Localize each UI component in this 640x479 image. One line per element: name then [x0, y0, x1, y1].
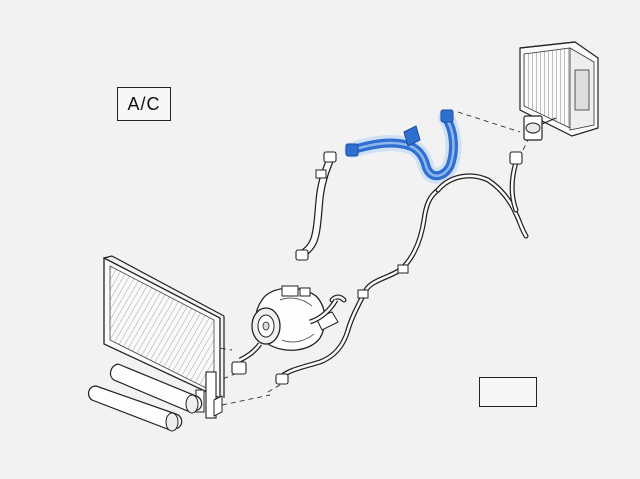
expansion-valve — [523, 115, 557, 141]
discharge-hose — [295, 151, 337, 261]
leader-lines — [211, 111, 529, 406]
system-label: A/C — [127, 93, 161, 114]
system-label-box: A/C — [117, 87, 171, 121]
hose-fitting — [231, 361, 289, 385]
sensor-inset-frame — [479, 377, 537, 407]
compressor — [238, 285, 339, 363]
suction-hose-highlighted — [344, 109, 462, 184]
evaporator-core — [519, 41, 599, 137]
liquid-line — [277, 151, 529, 381]
receiver-drier — [87, 363, 203, 432]
